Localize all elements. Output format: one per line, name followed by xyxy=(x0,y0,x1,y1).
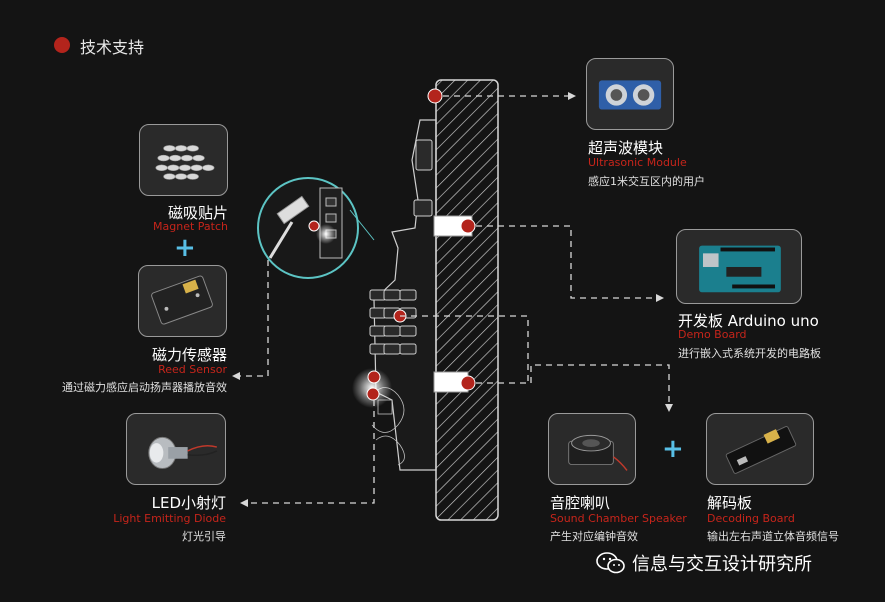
page-title: 技术支持 xyxy=(80,38,145,57)
wechat-icon xyxy=(596,552,625,574)
speaker-title: 音腔喇叭 xyxy=(550,494,611,512)
arduino-description: 进行嵌入式系统开发的电路板 xyxy=(678,347,821,360)
arduino-subtitle: Demo Board xyxy=(678,328,747,341)
reed-sensor-icon xyxy=(151,275,213,325)
speaker-description: 产生对应编钟音效 xyxy=(550,530,638,543)
footer-watermark: 信息与交互设计研究所 xyxy=(596,550,812,576)
connector-arrowheads xyxy=(232,92,673,507)
dashed-connectors xyxy=(240,95,670,504)
reed-description: 通过磁力感应启动扬声器播放音效 xyxy=(62,381,227,394)
magnet-subtitle: Magnet Patch xyxy=(153,220,228,233)
ultrasonic-sensor-icon xyxy=(598,80,662,110)
speaker-icon xyxy=(568,434,628,471)
decoder-card xyxy=(706,413,814,485)
header-bullet-dot xyxy=(54,37,70,53)
hatched-pillar xyxy=(435,79,499,521)
reed-title: 磁力传感器 xyxy=(151,346,227,364)
connection-points xyxy=(366,88,476,401)
led-spotlight-icon xyxy=(148,436,218,469)
ultrasonic-title: 超声波模块 xyxy=(588,139,664,157)
plus-symbol-speaker-decoder: + xyxy=(662,434,684,464)
magnifier-connector xyxy=(349,209,375,241)
ultrasonic-subtitle: Ultrasonic Module xyxy=(588,156,687,169)
led-title: LED小射灯 xyxy=(151,494,226,512)
speaker-subtitle: Sound Chamber Speaker xyxy=(550,512,687,525)
led-description: 灯光引导 xyxy=(182,530,226,543)
decoder-description: 输出左右声道立体音频信号 xyxy=(707,530,839,543)
magnet-title: 磁吸贴片 xyxy=(167,204,228,222)
footer-text: 信息与交互设计研究所 xyxy=(632,554,812,575)
decoder-board-icon xyxy=(725,426,797,474)
led-card xyxy=(126,413,226,485)
arduino-title: 开发板 Arduino uno xyxy=(678,312,819,330)
arduino-board-card xyxy=(676,229,802,304)
reed-sensor-card xyxy=(138,265,227,337)
arduino-board-icon xyxy=(699,245,781,293)
speaker-card xyxy=(548,413,636,485)
decoder-title: 解码板 xyxy=(707,494,753,512)
plus-symbol-magnet-reed: + xyxy=(174,233,196,263)
decoder-subtitle: Decoding Board xyxy=(707,512,795,525)
ultrasonic-module-card xyxy=(586,58,674,130)
led-subtitle: Light Emitting Diode xyxy=(113,512,226,525)
magnet-patch-icon xyxy=(155,145,215,180)
magnet-patch-card xyxy=(139,124,228,196)
ultrasonic-description: 感应1米交互区内的用户 xyxy=(588,175,705,188)
magnifier-detail xyxy=(257,177,359,279)
reed-subtitle: Reed Sensor xyxy=(158,363,227,376)
